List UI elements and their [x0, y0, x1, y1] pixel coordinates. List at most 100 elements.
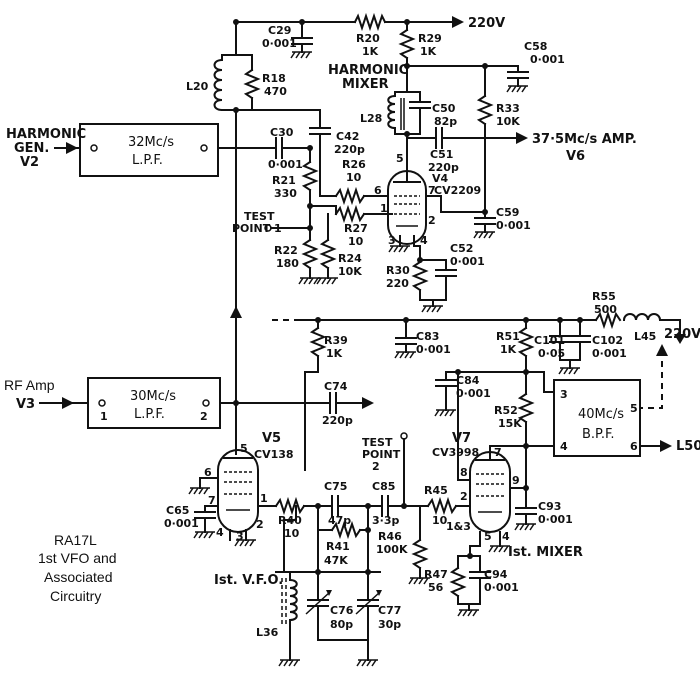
test-point-1-line1: TEST: [244, 210, 275, 223]
svg-text:R40: R40: [278, 514, 302, 527]
v4-pin4: 4: [420, 234, 428, 247]
svg-text:R39: R39: [324, 334, 348, 347]
harmonic-mixer-line2: MIXER: [342, 77, 389, 92]
component-l28: L28: [360, 112, 382, 125]
svg-text:10: 10: [348, 235, 364, 248]
v5-type: CV138: [254, 448, 294, 461]
svg-text:R33: R33: [496, 102, 520, 115]
caption-line1: RA17L: [54, 532, 97, 548]
lpf30-line1: 30Mc/s: [130, 389, 176, 404]
bpf40-block: [553, 379, 641, 457]
svg-text:100K: 100K: [376, 543, 408, 556]
component-l20: L20: [186, 80, 209, 93]
test-point-2-line3: 2: [372, 460, 380, 473]
svg-text:L20: L20: [186, 80, 209, 93]
v7-pin1-3: 1&3: [446, 520, 471, 533]
v4-pin3: 3: [388, 234, 396, 247]
svg-text:C74: C74: [324, 380, 348, 393]
svg-text:L45: L45: [634, 330, 656, 343]
v5-pin7: 7: [208, 494, 216, 507]
mixer-label: Ist. MIXER: [508, 545, 583, 560]
svg-text:1K: 1K: [500, 343, 517, 356]
svg-text:C94: C94: [484, 568, 508, 581]
v7-type: CV3998: [432, 446, 479, 459]
svg-text:C84: C84: [456, 374, 480, 387]
svg-text:0·001: 0·001: [530, 53, 565, 66]
svg-text:0·001: 0·001: [496, 219, 531, 232]
svg-text:C50: C50: [432, 102, 456, 115]
v4-pin6: 6: [374, 184, 382, 197]
svg-text:R22: R22: [274, 244, 298, 257]
svg-text:C30: C30: [270, 126, 294, 139]
vfo-tank: [275, 432, 471, 667]
svg-text:L28: L28: [360, 112, 382, 125]
harmonic-mixer-line1: HARMONIC: [328, 63, 408, 78]
v5-pin6: 6: [204, 466, 212, 479]
svg-text:30p: 30p: [378, 618, 401, 631]
caption-line3: Associated: [44, 569, 112, 585]
v7-pin2: 2: [460, 490, 468, 503]
v5-pin5: 5: [240, 442, 248, 455]
supply-top-label: 220V: [468, 16, 505, 31]
v4-pin1: 1: [380, 202, 388, 215]
v7-pin9: 9: [512, 474, 520, 487]
v5-pin4: 4: [216, 526, 224, 539]
test-point-2-line2: POINT: [362, 448, 401, 461]
bpf40-pin6: 6: [630, 440, 638, 453]
v5-pin3: 3: [236, 530, 244, 543]
test-point-2-line1: TEST: [362, 436, 393, 449]
svg-text:C77: C77: [378, 604, 401, 617]
svg-text:80p: 80p: [330, 618, 353, 631]
bpf40-line2: B.P.F.: [582, 427, 615, 442]
v7-pin4: 4: [502, 530, 510, 543]
caption-line2: 1st VFO and: [38, 550, 117, 566]
svg-text:C101: C101: [534, 334, 565, 347]
rf-amp-tube: V3: [16, 397, 35, 412]
svg-text:500: 500: [594, 303, 617, 316]
bpf40-line1: 40Mc/s: [578, 407, 624, 422]
svg-text:R30: R30: [386, 264, 410, 277]
supply-right-label: 220V: [664, 327, 700, 342]
svg-text:0·05: 0·05: [538, 347, 565, 360]
svg-text:C75: C75: [324, 480, 347, 493]
svg-text:C42: C42: [336, 130, 359, 143]
svg-text:R47: R47: [424, 568, 448, 581]
v7-pin7: 7: [494, 446, 502, 459]
lpf30-line2: L.P.F.: [134, 407, 165, 422]
labels: HARMONIC GEN. V2 RF Amp V3 220V 220V 37·…: [4, 16, 700, 639]
harmonic-gen-line2: GEN.: [14, 141, 49, 156]
bpf40-pin5: 5: [630, 402, 638, 415]
svg-text:56: 56: [428, 581, 444, 594]
svg-text:C102: C102: [592, 334, 623, 347]
svg-text:R21: R21: [272, 174, 296, 187]
svg-text:C58: C58: [524, 40, 547, 53]
svg-text:0·001: 0·001: [450, 255, 485, 268]
svg-text:R41: R41: [326, 540, 350, 553]
svg-text:L36: L36: [256, 626, 279, 639]
svg-text:10K: 10K: [496, 115, 520, 128]
svg-text:C93: C93: [538, 500, 561, 513]
rf-amp-label: RF Amp: [4, 377, 55, 393]
v7-pin8: 8: [460, 466, 468, 479]
